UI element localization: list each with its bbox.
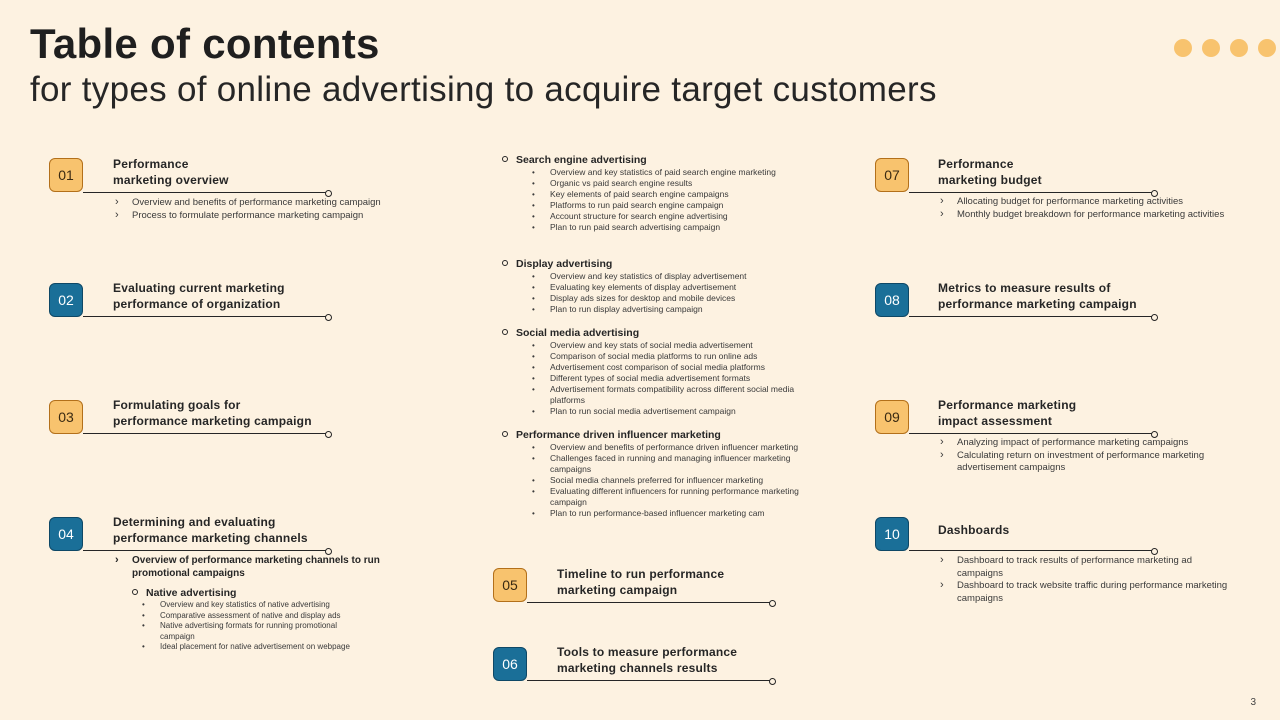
section-title-03[interactable]: Formulating goals for performance market… [113,398,312,428]
section-number-04: 04 [49,517,83,551]
list-item: Plan to run social media advertisement c… [522,406,802,417]
section-bullets-01: Overview and benefits of performance mar… [114,196,404,223]
section-title-04[interactable]: Determining and evaluating performance m… [113,515,308,545]
list-item: Calculating return on investment of perf… [939,449,1229,475]
native-advertising-list: Overview and key statistics of native ad… [132,600,362,653]
section-number-08: 08 [875,283,909,317]
list-item: Advertisement cost comparison of social … [522,362,802,373]
section-title-08[interactable]: Metrics to measure results of performanc… [938,281,1137,311]
list-item: Overview and key statistics of display a… [522,271,787,282]
list-item: Allocating budget for performance market… [939,195,1229,209]
section-number-10: 10 [875,517,909,551]
list-item: Overview and key statistics of paid sear… [522,167,787,178]
list-item: Display ads sizes for desktop and mobile… [522,293,787,304]
section-number-05: 05 [493,568,527,602]
list-item: Native advertising formats for running p… [132,621,362,642]
middle-list-influencer: Overview and benefits of performance dri… [522,442,802,519]
divider [83,190,332,197]
section-number-02: 02 [49,283,83,317]
list-item: Overview of performance marketing channe… [114,554,414,580]
list-item: Challenges faced in running and managing… [522,453,802,475]
divider [527,600,776,607]
section-bullets-09: Analyzing impact of performance marketin… [939,436,1229,475]
section-title-10[interactable]: Dashboards [938,523,1010,537]
page-title: Table of contents [30,20,380,67]
list-item: Platforms to run paid search engine camp… [522,200,787,211]
middle-heading-influencer: Performance driven influencer marketing [502,429,721,441]
page-subtitle: for types of online advertising to acqui… [30,70,937,109]
section-bullets-07: Allocating budget for performance market… [939,195,1229,222]
list-item: Account structure for search engine adve… [522,211,787,222]
divider [909,431,1158,438]
list-item: Organic vs paid search engine results [522,178,787,189]
section-title-05[interactable]: Timeline to run performance marketing ca… [557,567,725,597]
middle-heading-display: Display advertising [502,258,612,270]
divider [83,314,332,321]
list-item: Overview and benefits of performance dri… [522,442,802,453]
section-number-09: 09 [875,400,909,434]
list-item: Overview and key statistics of native ad… [132,600,362,611]
section-number-06: 06 [493,647,527,681]
list-item: Overview and benefits of performance mar… [114,196,404,210]
list-item: Overview and key stats of social media a… [522,340,802,351]
list-item: Plan to run performance-based influencer… [522,508,802,519]
middle-list-display: Overview and key statistics of display a… [522,271,787,315]
list-item: Ideal placement for native advertisement… [132,642,362,653]
list-item: Advertisement formats compatibility acro… [522,384,802,406]
divider [909,548,1158,555]
divider [83,431,332,438]
divider [83,548,332,555]
list-item: Dashboard to track results of performanc… [939,554,1229,580]
section-title-09[interactable]: Performance marketing impact assessment [938,398,1077,428]
list-item: Different types of social media advertis… [522,373,802,384]
circle-bullet-icon [502,260,508,266]
middle-heading-social: Social media advertising [502,327,639,339]
list-item: Monthly budget breakdown for performance… [939,208,1229,222]
dot-icon [1258,39,1276,57]
dot-icon [1230,39,1248,57]
sub-heading-native: Native advertising [132,587,236,599]
list-item: Evaluating different influencers for run… [522,486,802,508]
middle-heading-search: Search engine advertising [502,154,647,166]
middle-list-social: Overview and key stats of social media a… [522,340,802,417]
section-bullets-04: Overview of performance marketing channe… [114,554,414,580]
section-title-06[interactable]: Tools to measure performance marketing c… [557,645,738,675]
decorative-dots [1174,39,1276,57]
divider [527,678,776,685]
section-title-02[interactable]: Evaluating current marketing performance… [113,281,285,311]
section-title-01[interactable]: Performance marketing overview [113,157,229,187]
divider [909,314,1158,321]
list-item: Comparative assessment of native and dis… [132,611,362,622]
list-item: Plan to run paid search advertising camp… [522,222,787,233]
list-item: Evaluating key elements of display adver… [522,282,787,293]
page-number: 3 [1250,697,1256,708]
section-number-07: 07 [875,158,909,192]
circle-bullet-icon [502,329,508,335]
circle-bullet-icon [502,431,508,437]
list-item: Plan to run display advertising campaign [522,304,787,315]
divider [909,190,1158,197]
section-bullets-10: Dashboard to track results of performanc… [939,554,1229,605]
list-item: Comparison of social media platforms to … [522,351,802,362]
section-title-07[interactable]: Performance marketing budget [938,157,1042,187]
list-item: Analyzing impact of performance marketin… [939,436,1229,450]
section-number-03: 03 [49,400,83,434]
list-item: Process to formulate performance marketi… [114,209,404,223]
list-item: Dashboard to track website traffic durin… [939,579,1229,605]
list-item: Social media channels preferred for infl… [522,475,802,486]
circle-bullet-icon [132,589,138,595]
dot-icon [1202,39,1220,57]
middle-list-search: Overview and key statistics of paid sear… [522,167,787,233]
list-item: Key elements of paid search engine campa… [522,189,787,200]
dot-icon [1174,39,1192,57]
circle-bullet-icon [502,156,508,162]
section-number-01: 01 [49,158,83,192]
